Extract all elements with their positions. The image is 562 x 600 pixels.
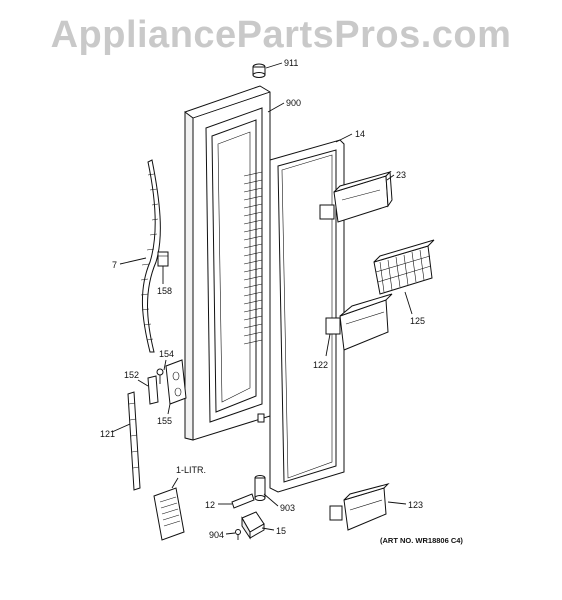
- label-12: 12: [205, 500, 215, 510]
- part-23-bin[interactable]: [319, 170, 393, 223]
- label-900: 900: [286, 98, 301, 108]
- part-158-clip[interactable]: [157, 251, 169, 267]
- label-122: 122: [313, 360, 328, 370]
- part-152-bracket[interactable]: [147, 375, 159, 405]
- part-1-litr-booklet[interactable]: [153, 487, 185, 541]
- label-1-litr: 1-LITR.: [176, 465, 206, 475]
- label-23: 23: [396, 170, 406, 180]
- label-121: 121: [100, 429, 115, 439]
- label-14: 14: [355, 129, 365, 139]
- label-904: 904: [209, 530, 224, 540]
- label-911: 911: [284, 58, 298, 68]
- part-12-bracket[interactable]: [231, 493, 255, 509]
- part-903-cylinder[interactable]: [254, 475, 266, 501]
- part-904-screw[interactable]: [235, 529, 241, 541]
- part-123-bin[interactable]: [329, 483, 390, 531]
- label-154: 154: [159, 349, 174, 359]
- part-125-basket[interactable]: [373, 239, 435, 295]
- label-125: 125: [410, 316, 425, 326]
- part-121-strip[interactable]: [127, 391, 141, 491]
- part-15-block[interactable]: [241, 511, 265, 540]
- label-155: 155: [157, 416, 172, 426]
- part-154-screw[interactable]: [156, 368, 164, 384]
- part-122-bin[interactable]: [325, 293, 393, 351]
- label-152: 152: [124, 370, 139, 380]
- part-155-bracket[interactable]: [165, 359, 187, 405]
- label-903: 903: [280, 503, 295, 513]
- part-911-cap[interactable]: [252, 63, 266, 78]
- part-14-gasket[interactable]: [269, 139, 345, 493]
- label-7: 7: [112, 260, 117, 270]
- watermark-logo: AppliancePartsPros.com: [50, 14, 512, 56]
- part-900-door[interactable]: [184, 85, 271, 441]
- label-158: 158: [157, 286, 172, 296]
- label-15: 15: [276, 526, 286, 536]
- label-123: 123: [408, 500, 423, 510]
- part-7-strip[interactable]: [140, 159, 161, 353]
- art-number: (ART NO. WR18806 C4): [380, 536, 463, 545]
